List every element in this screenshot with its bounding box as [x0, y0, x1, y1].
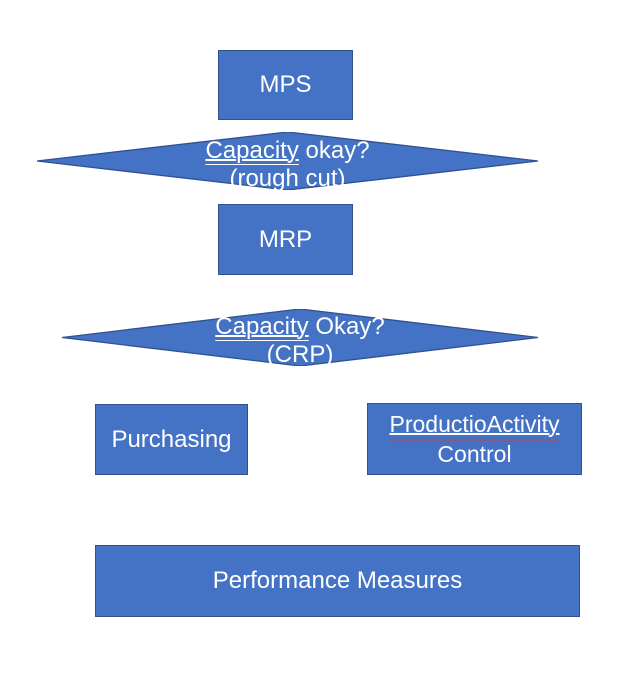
node-mrp: MRP — [218, 204, 353, 275]
node-performance-measures: Performance Measures — [95, 545, 580, 617]
decision-rough-cut-diamond — [37, 132, 538, 190]
node-purchasing: Purchasing — [95, 404, 248, 475]
diamond-shape — [37, 132, 538, 190]
node-mps-label: MPS — [259, 71, 312, 98]
node-performance-measures-label: Performance Measures — [212, 567, 463, 594]
node-mps: MPS — [218, 50, 353, 120]
diamond-shape — [62, 309, 538, 366]
misspelled-underlined-word: ProductioActivity — [389, 411, 559, 437]
node-pac-line2: Control — [437, 441, 512, 467]
decision-crp-diamond — [62, 309, 538, 366]
node-purchasing-label: Purchasing — [111, 425, 232, 453]
spellcheck-squiggle-text: ProductioActivity — [389, 411, 560, 437]
node-production-activity-control: ProductioActivity Control — [367, 403, 582, 475]
node-pac-line1: ProductioActivity — [389, 409, 559, 439]
node-mrp-label: MRP — [258, 225, 313, 253]
